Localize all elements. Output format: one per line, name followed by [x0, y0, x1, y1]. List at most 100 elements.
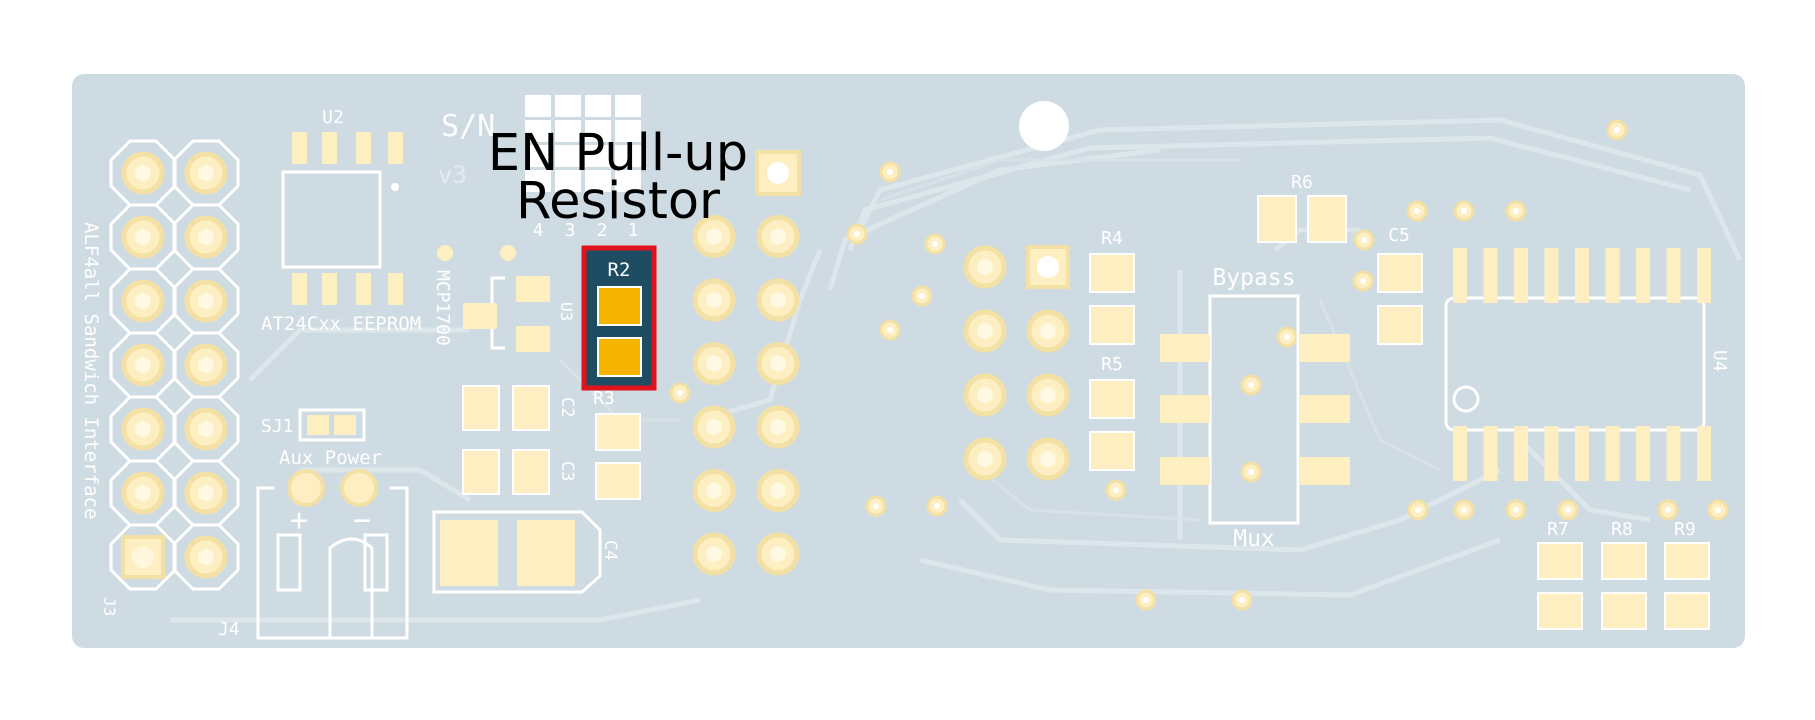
center-header-pin1-hole: [1037, 256, 1059, 278]
middle-header-hole: [706, 292, 722, 308]
u2-label: U2: [322, 107, 344, 128]
c2-capacitor: [462, 385, 550, 431]
u4-pin: [1453, 426, 1467, 481]
r3-resistor: [595, 413, 641, 500]
u4-pin: [1605, 248, 1620, 303]
via-hole: [1248, 382, 1254, 388]
u4-pin: [1575, 426, 1589, 481]
eeprom-label: AT24Cxx EEPROM: [261, 313, 421, 335]
via-hole: [1284, 334, 1290, 340]
via-hole: [1513, 507, 1519, 513]
version-label: v3: [438, 161, 467, 189]
u4-ic: [1444, 248, 1711, 481]
middle-header-hole: [706, 482, 722, 499]
j3-pin-hole: [198, 549, 214, 565]
u3-label: U3: [557, 302, 576, 321]
via-hole: [1665, 507, 1671, 513]
c2-label: C2: [557, 397, 577, 417]
u4-pin: [1697, 248, 1711, 303]
center-header-hole: [1040, 323, 1056, 339]
middle-header-hole: [770, 482, 786, 499]
via-hole: [1143, 597, 1149, 603]
aux-power-pad-minus: [340, 469, 378, 507]
j4-connector: [256, 486, 409, 640]
u4-pin: [1483, 426, 1498, 481]
c3-label: C3: [557, 461, 577, 481]
u4-pin: [1666, 426, 1681, 481]
r5-label: R5: [1101, 354, 1123, 375]
via-hole: [1113, 487, 1119, 493]
r3-label: R3: [593, 388, 615, 409]
middle-header-hole: [770, 355, 786, 372]
j3-pin-outline: [172, 523, 240, 591]
via-hole: [1414, 208, 1420, 214]
j3-pin-hole: [198, 421, 214, 437]
c5-capacitor: [1377, 253, 1423, 345]
r2-highlight[interactable]: [581, 245, 657, 391]
u4-pin: [1544, 426, 1559, 481]
via-hole: [1415, 507, 1421, 513]
j3-pin-outline: [109, 523, 177, 591]
via-hole: [1565, 507, 1571, 513]
callout-line-1: EN Pull-up: [488, 124, 748, 183]
u4-pin: [1514, 426, 1528, 481]
middle-header-pin1-hole: [767, 162, 789, 184]
r6-label: R6: [1291, 172, 1313, 193]
minus-label: −: [353, 503, 371, 538]
u4-pin: [1605, 426, 1620, 481]
u4-pin: [1636, 248, 1650, 303]
j4-label: J4: [218, 619, 240, 640]
via-hole: [887, 169, 893, 175]
center-header-hole: [977, 387, 993, 403]
sn-label: S/N: [441, 109, 495, 144]
via-hole: [1360, 278, 1366, 284]
r6-resistor: [1257, 195, 1347, 243]
via-hole: [873, 503, 879, 509]
mux-label: Mux: [1233, 526, 1275, 552]
j3-pin-hole: [198, 357, 214, 373]
r7-label: R7: [1547, 519, 1569, 540]
r2-label: R2: [608, 259, 631, 281]
r5-resistor: [1089, 379, 1135, 471]
via-hole: [677, 390, 683, 396]
via-hole: [1248, 469, 1254, 475]
j3-pin-hole: [198, 293, 214, 309]
u3-regulator: [463, 276, 550, 352]
middle-header-hole: [770, 546, 786, 562]
middle-header-hole: [706, 546, 722, 562]
center-header-hole: [977, 259, 993, 275]
r8-label: R8: [1611, 519, 1633, 540]
middle-header-hole: [770, 292, 786, 308]
via-hole: [887, 327, 893, 333]
c4-capacitor: [432, 510, 602, 594]
j3-pin-hole: [198, 485, 214, 501]
j3-pin-hole: [198, 229, 214, 245]
u4-pin: [1544, 248, 1559, 303]
middle-header-hole: [706, 355, 722, 372]
via-hole: [932, 241, 938, 247]
mcp-label: MCP1700: [432, 270, 453, 346]
u4-pin: [1666, 248, 1681, 303]
j3-pin-hole: [135, 165, 151, 181]
middle-header-hole: [770, 228, 786, 245]
u4-pin: [1575, 248, 1589, 303]
bypass-label: Bypass: [1212, 265, 1295, 291]
via-hole: [919, 293, 925, 299]
middle-header: [692, 215, 800, 576]
callout-line-2: Resistor: [516, 172, 720, 231]
sn-digit-3: 3: [565, 220, 576, 241]
plus-label: +: [290, 503, 308, 538]
u4-label: U4: [1709, 350, 1730, 372]
u4-pin: [1514, 248, 1528, 303]
vias: [669, 119, 1729, 611]
u4-pin: [1636, 426, 1650, 481]
r9-label: R9: [1674, 519, 1696, 540]
j3-pin-hole: [135, 357, 151, 373]
u2-eeprom: [281, 132, 403, 305]
sj1-jumper: [298, 408, 366, 442]
bypass-mux-pads: [1160, 334, 1350, 485]
via-hole: [1239, 597, 1245, 603]
u4-pin: [1483, 248, 1498, 303]
sn-boxes: [525, 95, 641, 192]
